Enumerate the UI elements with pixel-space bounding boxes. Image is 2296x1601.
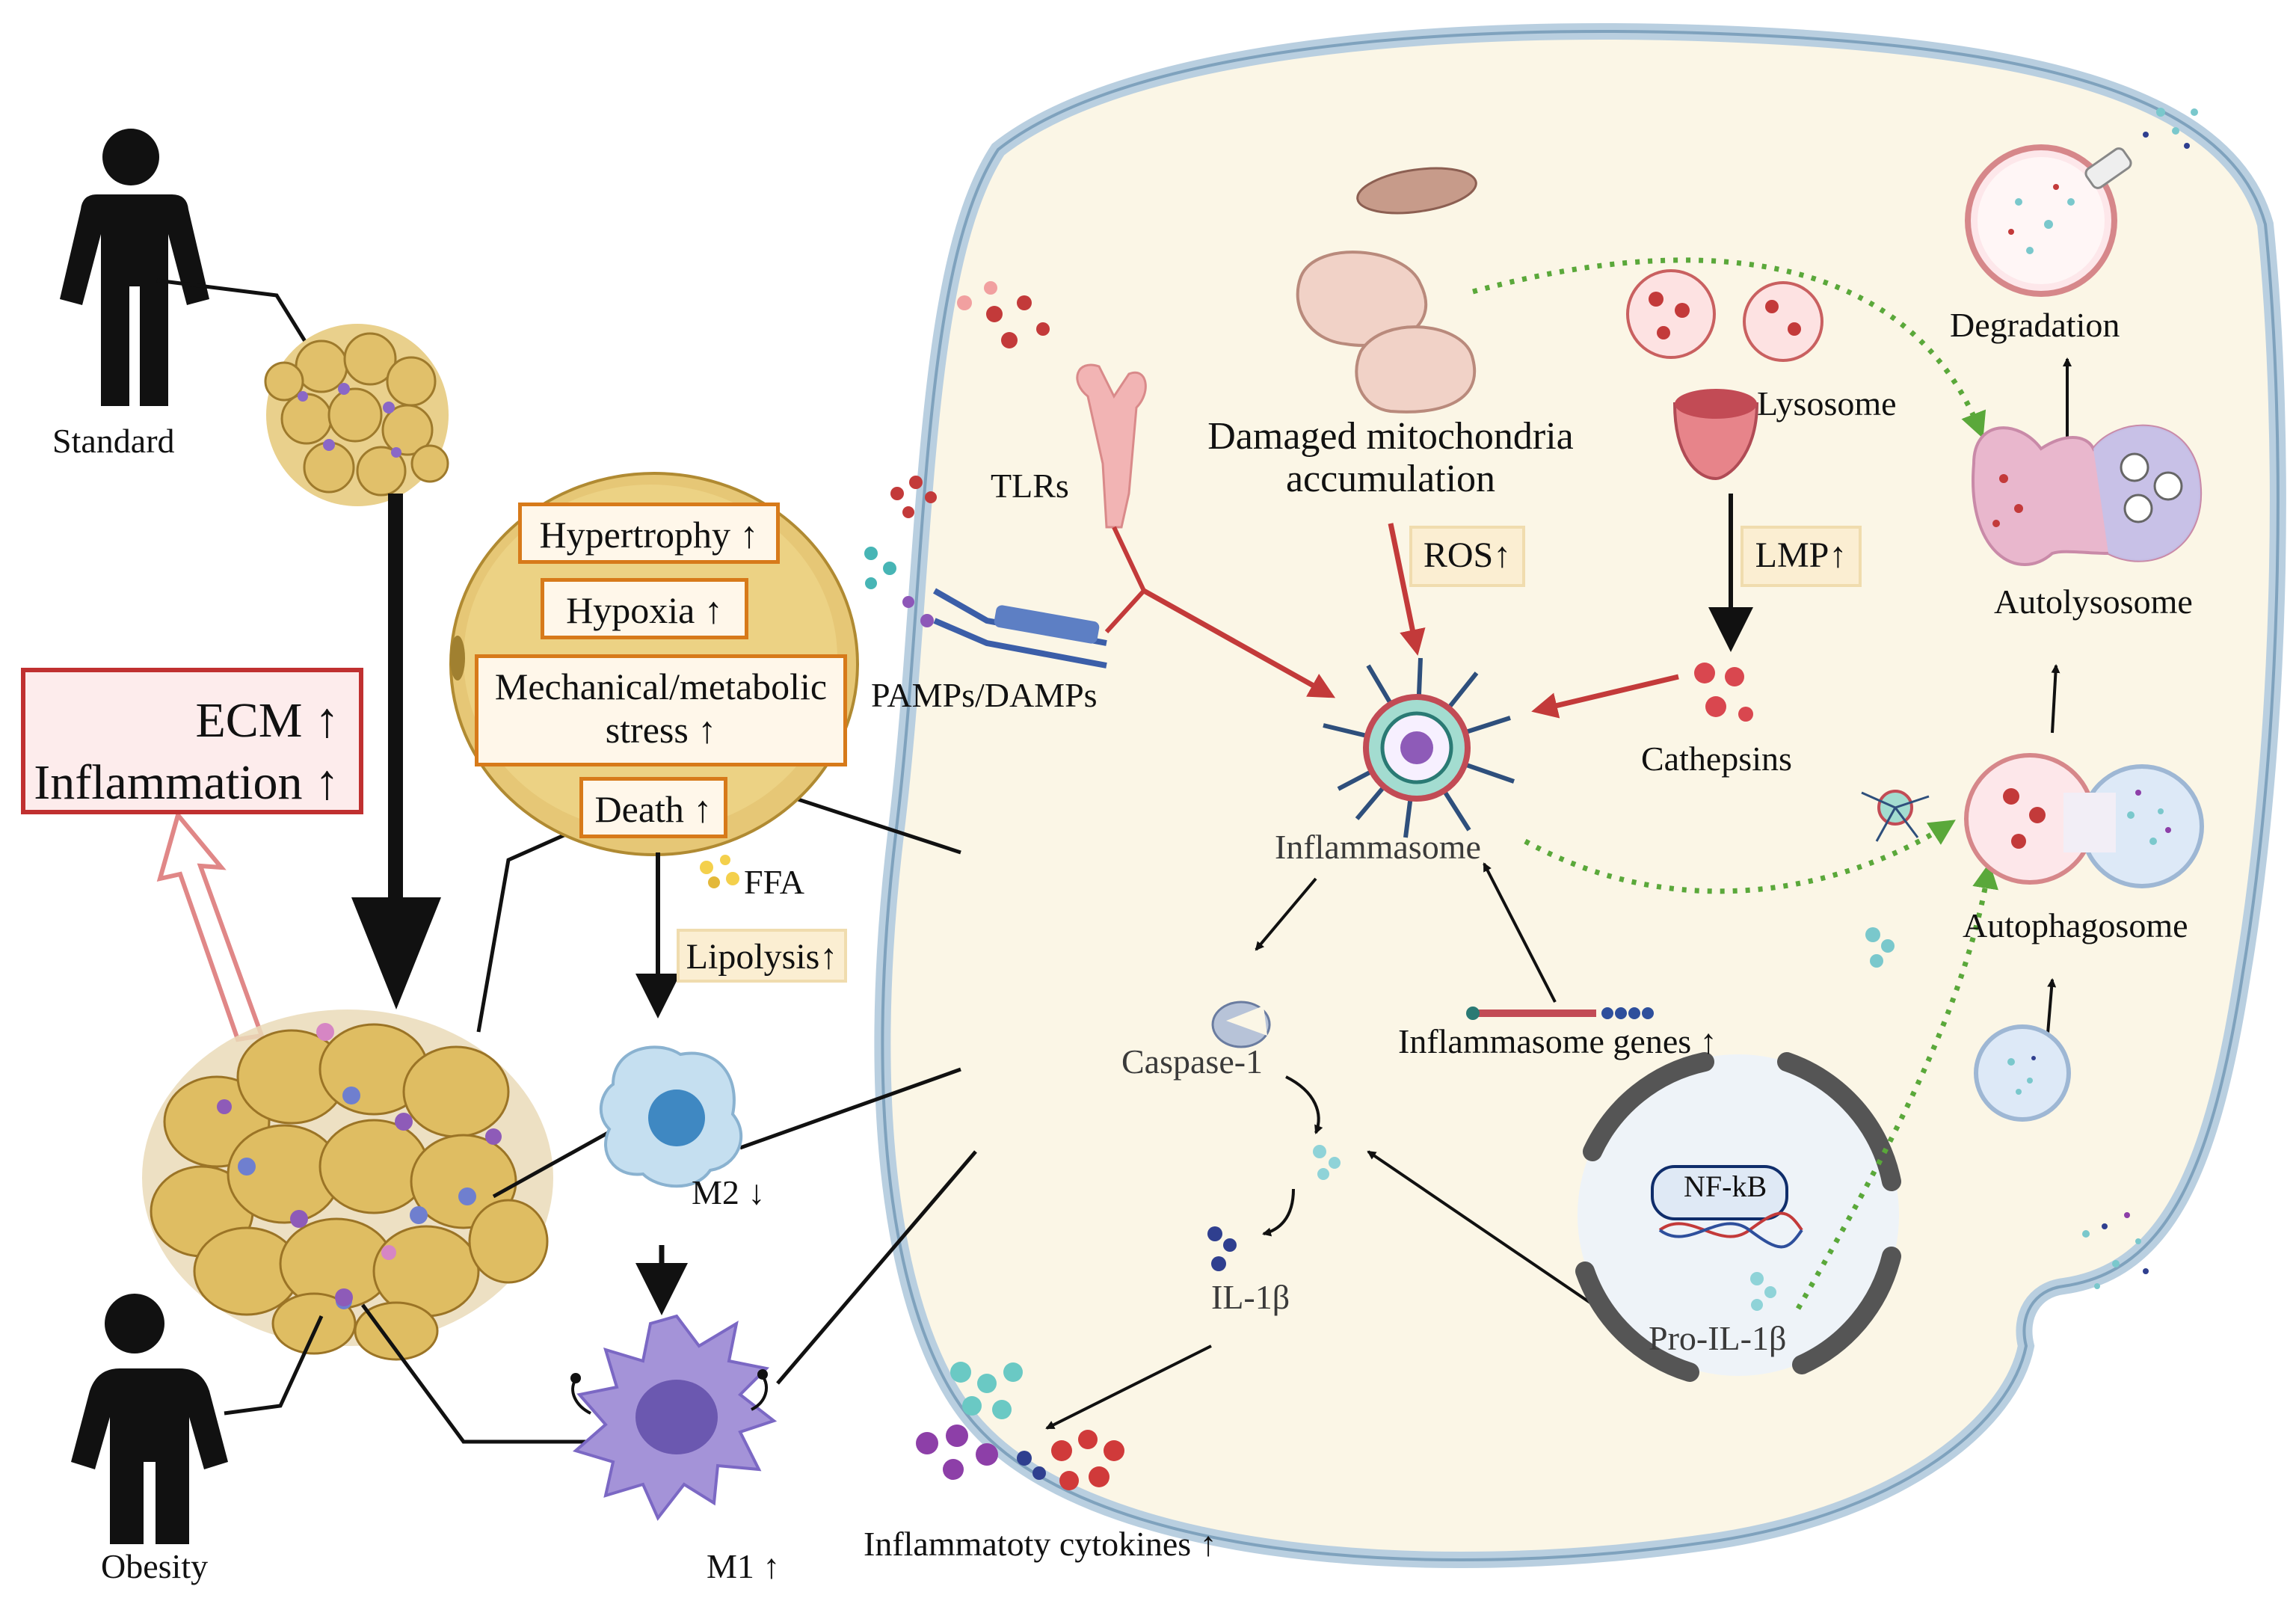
label-pro-il-1b: Pro-IL-1β	[1649, 1319, 1787, 1357]
green-dotted-arrows	[1472, 257, 1998, 1310]
pro-il-1b-molecule-icon	[1750, 1272, 1776, 1311]
label-standard: Standard	[52, 422, 175, 460]
autolysosome-vesicle	[1972, 424, 2203, 566]
label-death: Death ↑	[594, 788, 713, 830]
obesity-connector	[224, 1315, 324, 1416]
arrow-cathepsins-to-inflammasome	[1531, 674, 1679, 719]
mitochondria-icon	[1296, 167, 1477, 414]
m2-macrophage	[599, 1045, 743, 1188]
il-1b-molecule-icon	[1207, 1226, 1237, 1271]
label-ffa: FFA	[744, 863, 804, 901]
death-box: Death ↑	[579, 777, 727, 838]
label-degradation: Degradation	[1950, 306, 2120, 344]
label-caspase-1: Caspase-1	[1121, 1042, 1264, 1081]
cleavage-dots-icon	[1313, 1145, 1341, 1180]
label-mito-line2: accumulation	[1285, 458, 1496, 501]
free-particles-icon	[1865, 927, 1895, 968]
arrow-ros-to-inflammasome	[1388, 523, 1426, 656]
label-inflammatory-cytokines: Inflammatoty cytokines ↑	[864, 1525, 1217, 1563]
label-il-1b: IL-1β	[1211, 1278, 1290, 1316]
label-damaged-mitochondria: Damaged mitochondria accumulation	[1204, 415, 1578, 500]
cathepsins-icon	[1694, 663, 1753, 722]
autophagosome-vesicle	[1964, 753, 2204, 888]
ffa-dots-icon	[700, 855, 739, 888]
label-stress-line1: Mechanical/metabolic	[494, 666, 828, 707]
label-ecm: ECM ↑	[195, 693, 339, 748]
ros-box: ROS↑	[1409, 526, 1525, 587]
label-cathepsins: Cathepsins	[1641, 740, 1792, 778]
pamp-damp-molecules-icon	[864, 476, 1107, 669]
m1-macrophage	[570, 1314, 778, 1521]
lmp-box: LMP↑	[1741, 526, 1862, 587]
inflammatory-cytokines-icon	[916, 1362, 1124, 1490]
caspase-1-icon	[1211, 1001, 1271, 1048]
cell-membrane	[874, 23, 2286, 1568]
label-obesity: Obesity	[101, 1547, 209, 1585]
label-inflammasome-genes: Inflammasome genes ↑	[1398, 1022, 1717, 1060]
standard-person-icon	[60, 129, 209, 406]
label-m2: M2 ↓	[692, 1173, 766, 1211]
lysosome-icon	[1626, 269, 1823, 481]
arrow-tlr-to-inflammasome	[1142, 588, 1336, 698]
nucleus	[1575, 1052, 1901, 1382]
lean-adipose-tissue	[264, 324, 449, 506]
label-mito-line1: Damaged mitochondria	[1207, 415, 1574, 458]
lipolysis-box: Lipolysis↑	[677, 929, 847, 983]
label-nfkb: NF-kB	[1684, 1170, 1767, 1203]
inflammasome-gene-icon	[1466, 1007, 1654, 1020]
degradation-vesicle	[1965, 108, 2198, 297]
label-tlrs: TLRs	[991, 467, 1069, 505]
tissue-connectors	[360, 790, 977, 1444]
hypertrophy-box: Hypertrophy ↑	[518, 503, 780, 564]
label-stress-line2: stress ↑	[605, 708, 717, 751]
label-hypoxia: Hypoxia ↑	[566, 589, 723, 631]
label-lmp: LMP↑	[1755, 535, 1847, 575]
inflammasome-complex	[1323, 657, 1515, 838]
label-autolysosome: Autolysosome	[1994, 583, 2193, 621]
label-pamps-damps: PAMPs/DAMPs	[871, 676, 1098, 714]
label-lysosome: Lysosome	[1757, 384, 1897, 422]
extracellular-particles-icon	[2082, 1212, 2149, 1289]
obese-adipose-tissue	[142, 1010, 553, 1361]
label-lipolysis: Lipolysis↑	[686, 937, 838, 977]
label-m1: M1 ↑	[707, 1547, 781, 1585]
endocytic-vesicle	[1974, 1024, 2071, 1122]
obesity-person-icon	[71, 1294, 228, 1544]
obesity-progression-arrow	[351, 494, 441, 1010]
label-autophagosome: Autophagosome	[1963, 906, 2188, 944]
ecm-inflammation-box: ECM ↑ Inflammation ↑	[21, 668, 363, 814]
ecm-up-arrow	[156, 810, 265, 1042]
hypoxia-box: Hypoxia ↑	[541, 578, 748, 639]
label-inflammasome: Inflammasome	[1275, 828, 1481, 866]
label-inflammation: Inflammation ↑	[34, 755, 339, 810]
small-inflammasome-icon	[1861, 790, 1930, 842]
label-ros: ROS↑	[1423, 535, 1512, 575]
tlr-receptor-icon	[957, 281, 1147, 529]
stress-box: Mechanical/metabolic stress ↑	[475, 654, 847, 766]
label-hypertrophy: Hypertrophy ↑	[539, 514, 759, 556]
